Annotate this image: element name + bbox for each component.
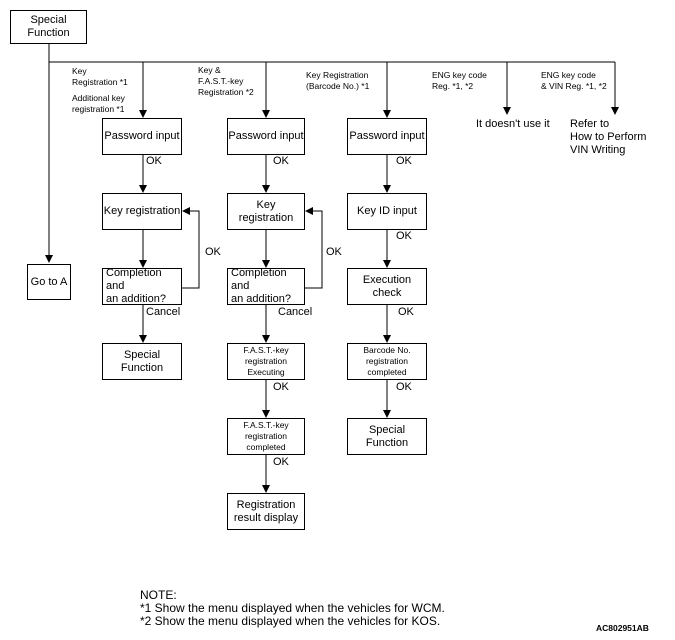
edge-label-cancel: Cancel [146,306,181,318]
edge-label-ok: OK [396,230,412,242]
c2-fast-completed-box: F.A.S.T.-key registration completed [227,418,305,455]
branch-label-eng-key-code: ENG key code Reg. *1, *2 [432,70,487,91]
c3-special-function-box: Special Function [347,418,427,455]
edge-label-cancel: Cancel [278,306,313,318]
branch-4-result: It doesn't use it [476,118,550,130]
special-function-start-box: Special Function [10,10,87,44]
loop-ok-2 [305,207,323,289]
branch-label-additional-key: Additional key registration *1 [72,93,125,114]
trunk-line [48,44,615,63]
c2-registration-result-box: Registration result display [227,493,305,530]
edge-label-ok: OK [205,246,221,258]
c3-key-id-input-box: Key ID input [347,193,427,230]
branch-label-barcode: Key Registration (Barcode No.) *1 [306,70,370,91]
figure-code: AC802951AB [596,623,649,633]
c3-execution-check-box: Execution check [347,268,427,305]
edge-label-ok: OK [326,246,342,258]
edge-label-ok: OK [398,306,414,318]
edge-label-ok: OK [273,381,289,393]
note-title: NOTE: [140,588,177,602]
branch-5-result: Refer to How to Perform VIN Writing [570,118,647,156]
c1-password-input-box: Password input [102,118,182,155]
c3-barcode-completed-box: Barcode No. registration completed [347,343,427,380]
c1-completion-box: Completion and an addition? [102,267,182,305]
branch-label-eng-vin: ENG key code & VIN Reg. *1, *2 [541,70,607,91]
note-line-2: *2 Show the menu displayed when the vehi… [140,614,441,628]
c3-password-input-box: Password input [347,118,427,155]
c2-password-input-box: Password input [227,118,305,155]
loop-ok-1 [182,207,200,289]
c1-key-registration-box: Key registration [102,193,182,230]
edge-label-ok: OK [273,456,289,468]
edge-label-ok: OK [396,381,412,393]
c2-fast-executing-box: F.A.S.T.-key registration Executing [227,343,305,380]
go-to-a-box: Go to A [27,264,71,300]
branch-label-key-registration: Key Registration *1 [72,66,128,87]
edge-label-ok: OK [273,155,289,167]
branch-label-fast-key: Key & F.A.S.T.-key Registration *2 [198,65,254,97]
edge-label-ok: OK [146,155,162,167]
c2-key-registration-box: Key registration [227,193,305,230]
note-line-1: *1 Show the menu displayed when the vehi… [140,601,445,615]
c2-completion-box: Completion and an addition? [227,267,305,305]
edge-label-ok: OK [396,155,412,167]
c1-special-function-box: Special Function [102,343,182,380]
